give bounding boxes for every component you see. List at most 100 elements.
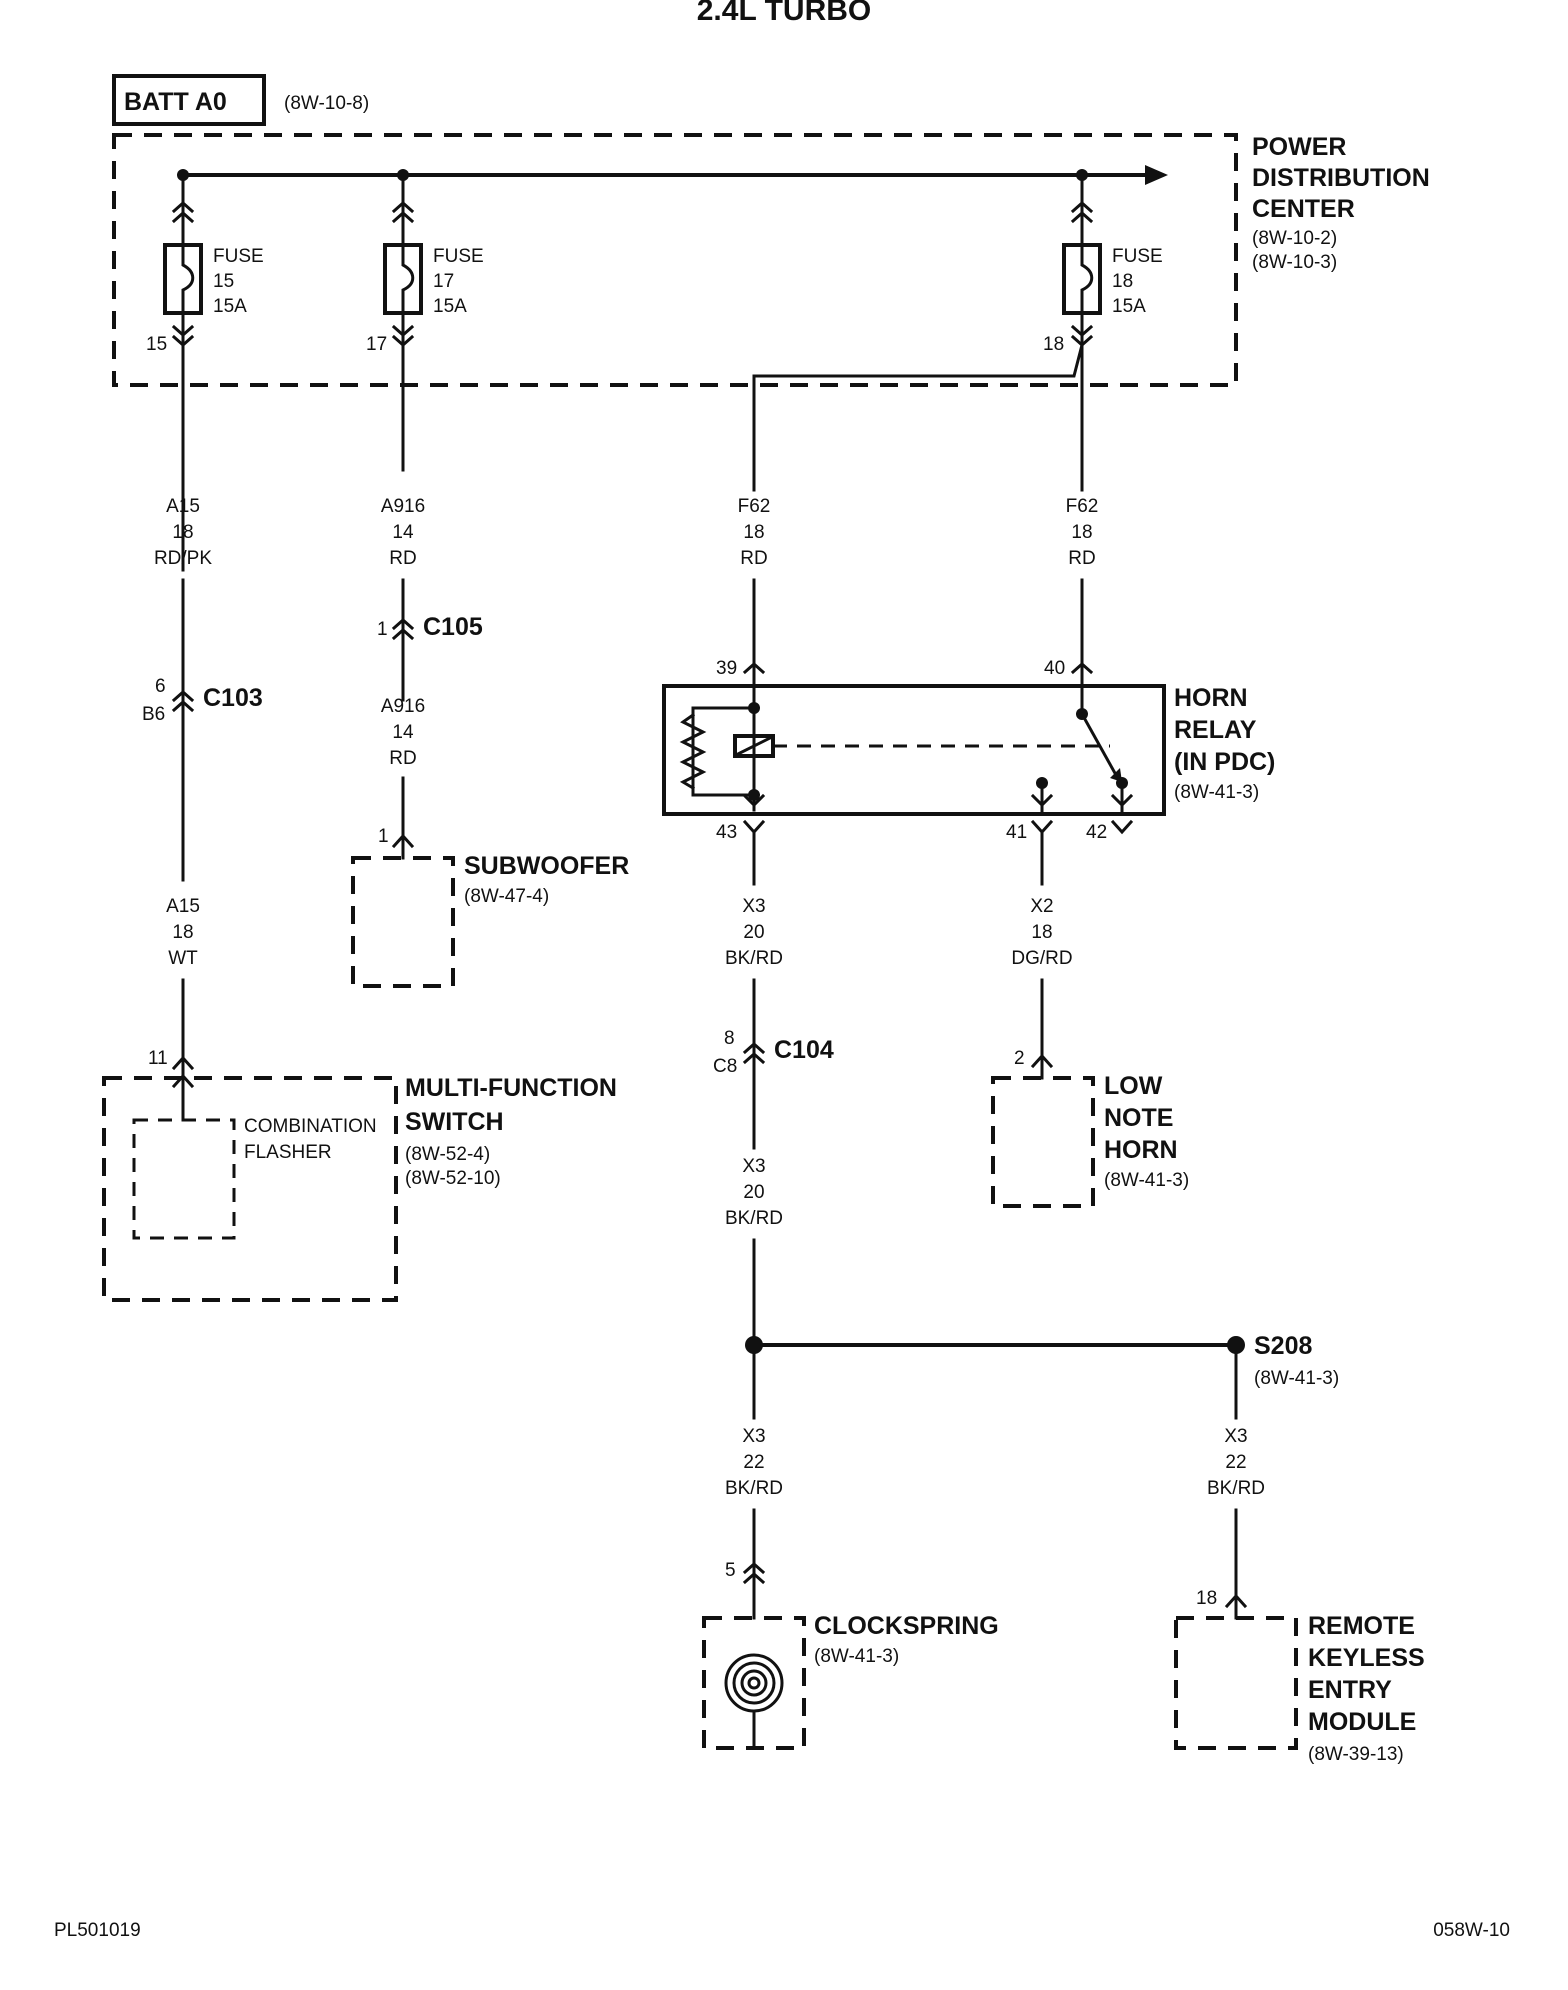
horn-relay: 39 40 HORN RELAY (IN PDC) (8W-41-3) bbox=[662, 658, 1275, 816]
svg-text:14: 14 bbox=[392, 522, 414, 543]
mfs-name-1: MULTI-FUNCTION bbox=[405, 1074, 617, 1102]
rke-pin: 18 bbox=[1196, 1588, 1217, 1609]
wire-f62-left: F62 18 RD bbox=[738, 496, 771, 569]
clockspring-connector-mark bbox=[742, 1561, 766, 1585]
svg-text:RD: RD bbox=[740, 548, 767, 569]
relay-pin-40-mark bbox=[1070, 661, 1094, 675]
wire-x3-rke: X3 22 BK/RD bbox=[1207, 1426, 1265, 1499]
wire-x3-relay: X3 20 BK/RD bbox=[725, 896, 783, 969]
svg-text:X2: X2 bbox=[1030, 896, 1053, 917]
s208-name: S208 bbox=[1254, 1332, 1312, 1360]
c104-name: C104 bbox=[774, 1036, 834, 1064]
pdc-name-1: POWER bbox=[1252, 133, 1346, 161]
splice-dot-icon bbox=[745, 1336, 763, 1354]
clockspring-name: CLOCKSPRING bbox=[814, 1612, 999, 1640]
fuse-15-pin: 15 bbox=[146, 334, 167, 355]
svg-text:BK/RD: BK/RD bbox=[725, 1478, 783, 1499]
remote-keyless-entry-module: REMOTE KEYLESS ENTRY MODULE (8W-39-13) bbox=[1174, 1612, 1425, 1765]
fuse-15-line3: 15A bbox=[213, 296, 247, 317]
subwoofer-name: SUBWOOFER bbox=[464, 852, 629, 880]
fuse-17-pin: 17 bbox=[366, 334, 387, 355]
fuse-15: FUSE 15 15A 15 bbox=[146, 173, 264, 572]
fuse-17: FUSE 17 15A 17 bbox=[366, 173, 484, 472]
rke-name-3: ENTRY bbox=[1308, 1676, 1392, 1704]
low-note-horn-connector-mark bbox=[1030, 1053, 1054, 1069]
wire-x3-clock: X3 22 BK/RD bbox=[725, 1426, 783, 1499]
arrow-icon bbox=[1145, 165, 1168, 185]
horn-relay-name-2: RELAY bbox=[1174, 716, 1257, 744]
svg-text:DG/RD: DG/RD bbox=[1011, 948, 1072, 969]
svg-text:F62: F62 bbox=[1066, 496, 1099, 517]
rke-name-1: REMOTE bbox=[1308, 1612, 1415, 1640]
rke-name-4: MODULE bbox=[1308, 1708, 1416, 1736]
wire-a916-bot: A916 14 RD bbox=[381, 696, 425, 769]
relay-pin-39: 39 bbox=[716, 658, 737, 679]
low-note-horn-pin: 2 bbox=[1014, 1048, 1025, 1069]
fuse-17-line1: FUSE bbox=[433, 246, 484, 267]
svg-text:BK/RD: BK/RD bbox=[725, 948, 783, 969]
low-note-horn: LOW NOTE HORN (8W-41-3) bbox=[991, 1072, 1189, 1208]
combination-flasher-box bbox=[132, 1118, 236, 1240]
footer-left: PL501019 bbox=[54, 1920, 141, 1941]
resistor-icon bbox=[679, 712, 707, 791]
svg-text:BK/RD: BK/RD bbox=[1207, 1478, 1265, 1499]
horn-relay-name-3: (IN PDC) bbox=[1174, 748, 1275, 776]
wire-a15-top: A15 18 RD/PK bbox=[154, 496, 212, 569]
horn-relay-name-1: HORN bbox=[1174, 684, 1248, 712]
rke-ref: (8W-39-13) bbox=[1308, 1744, 1404, 1765]
svg-text:X3: X3 bbox=[742, 1426, 765, 1447]
wire-x2-relay: X2 18 DG/RD bbox=[1011, 896, 1072, 969]
fuse-15-line1: FUSE bbox=[213, 246, 264, 267]
svg-text:RD/PK: RD/PK bbox=[154, 548, 212, 569]
svg-text:18: 18 bbox=[172, 922, 193, 943]
wire-x3-mid: X3 20 BK/RD bbox=[725, 1156, 783, 1229]
mfs-connector-mark bbox=[171, 1055, 195, 1071]
c105-name: C105 bbox=[423, 613, 483, 641]
clockspring: CLOCKSPRING (8W-41-3) bbox=[702, 1612, 999, 1750]
fuse-18-line2: 18 bbox=[1112, 271, 1133, 292]
relay-pin-40: 40 bbox=[1044, 658, 1065, 679]
subwoofer: SUBWOOFER (8W-47-4) bbox=[351, 852, 629, 988]
connector-c103: 6 B6 C103 bbox=[142, 578, 263, 882]
c104-pin-top: 8 bbox=[724, 1028, 735, 1049]
footer-right: 058W-10 bbox=[1433, 1920, 1510, 1941]
fuse-17-line3: 15A bbox=[433, 296, 467, 317]
subwoofer-pin: 1 bbox=[378, 826, 389, 847]
svg-text:X3: X3 bbox=[1224, 1426, 1247, 1447]
svg-text:18: 18 bbox=[1071, 522, 1092, 543]
mfs-ref-2: (8W-52-10) bbox=[405, 1168, 501, 1189]
low-note-horn-name-1: LOW bbox=[1104, 1072, 1163, 1100]
connector-c105: 1 C105 bbox=[377, 578, 483, 702]
svg-text:22: 22 bbox=[1225, 1452, 1246, 1473]
splice-dot-icon bbox=[1227, 1336, 1245, 1354]
c103-pin-top: 6 bbox=[155, 676, 166, 697]
svg-text:X3: X3 bbox=[742, 896, 765, 917]
multi-function-switch: COMBINATION FLASHER MULTI-FUNCTION SWITC… bbox=[102, 1073, 617, 1302]
svg-text:RD: RD bbox=[389, 748, 416, 769]
fuse-18-pin: 18 bbox=[1043, 334, 1064, 355]
fuse-17-line2: 17 bbox=[433, 271, 454, 292]
batt-box bbox=[112, 74, 266, 126]
diagram-title: 2.4L TURBO bbox=[697, 0, 871, 27]
fuse-18-line1: FUSE bbox=[1112, 246, 1163, 267]
svg-text:18: 18 bbox=[1031, 922, 1052, 943]
svg-text:F62: F62 bbox=[738, 496, 771, 517]
c103-name: C103 bbox=[203, 684, 263, 712]
svg-text:A15: A15 bbox=[166, 496, 200, 517]
mfs-ref-1: (8W-52-4) bbox=[405, 1144, 490, 1165]
relay-pin-41: 41 bbox=[1006, 822, 1027, 843]
c105-pin: 1 bbox=[377, 619, 388, 640]
horn-relay-ref: (8W-41-3) bbox=[1174, 782, 1259, 803]
flasher-line1: COMBINATION bbox=[244, 1116, 377, 1137]
svg-text:18: 18 bbox=[743, 522, 764, 543]
relay-pin-43: 43 bbox=[716, 822, 737, 843]
svg-text:WT: WT bbox=[168, 948, 198, 969]
rke-connector-mark bbox=[1224, 1593, 1248, 1609]
subwoofer-connector-mark bbox=[391, 833, 415, 849]
switch-contact-icon bbox=[1079, 711, 1119, 778]
svg-text:18: 18 bbox=[172, 522, 193, 543]
flasher-line2: FLASHER bbox=[244, 1142, 332, 1163]
mfs-pin: 11 bbox=[148, 1048, 168, 1069]
wire-f62-right: F62 18 RD bbox=[1066, 496, 1099, 569]
